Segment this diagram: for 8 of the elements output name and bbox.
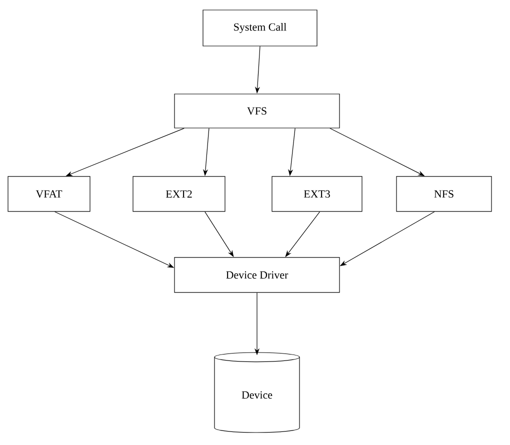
process-box: VFAT: [8, 176, 90, 212]
process-box: NFS: [396, 176, 492, 212]
process-box: EXT2: [132, 176, 226, 212]
process-box: VFS: [174, 94, 340, 128]
storage-cylinder: Device: [214, 352, 300, 433]
process-box: System Call: [202, 10, 318, 46]
process-box: Device Driver: [174, 257, 340, 293]
process-box: EXT3: [272, 176, 362, 212]
